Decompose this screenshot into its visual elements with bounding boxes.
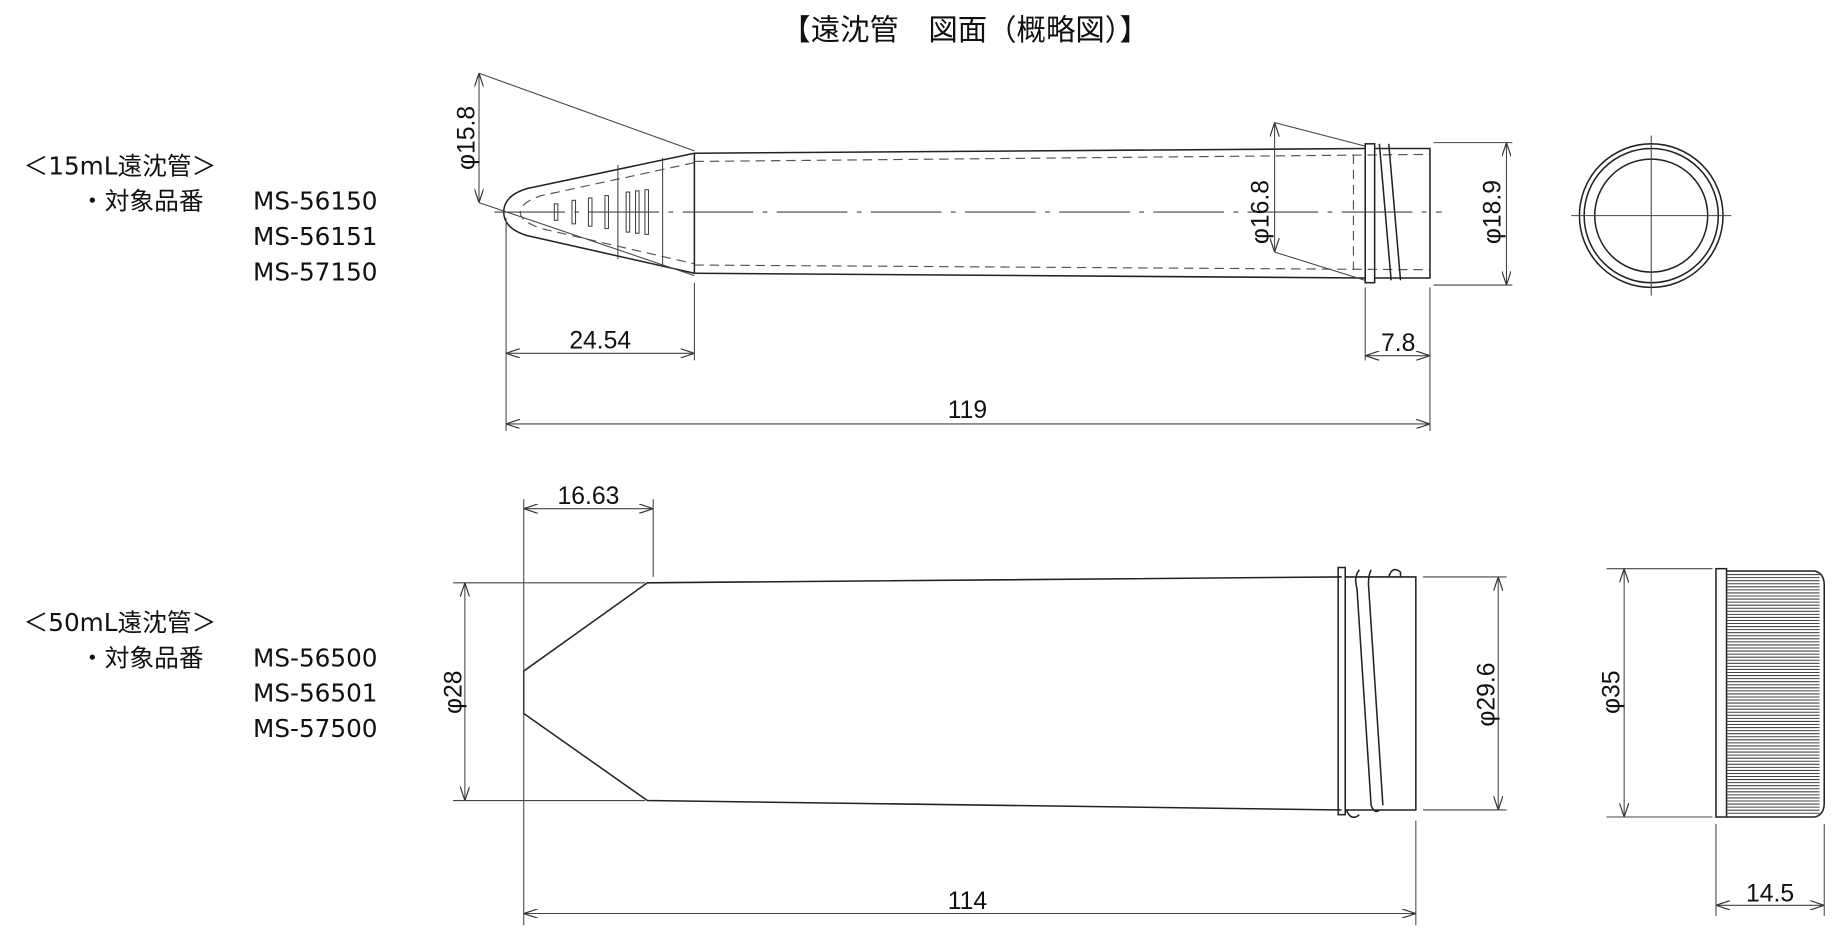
dim-cone-length: 24.54 [569,328,631,355]
tube15-label-block: ＜15mL遠沈管＞ ・対象品番 MS-56150 MS-56151 MS-571… [24,151,378,286]
tube50-heading: ＜50mL遠沈管＞ [24,608,217,637]
dim-cone-length: 16.63 [558,483,620,510]
dim-inner-diameter: φ16.8 [1248,180,1275,244]
tube15-heading: ＜15mL遠沈管＞ [24,151,217,180]
part-number: MS-56500 [253,643,377,672]
tube50-parts-label: ・対象品番 [80,643,204,672]
tube15-end-view [1571,135,1732,296]
tube50-label-block: ＜50mL遠沈管＞ ・対象品番 MS-56500 MS-56501 MS-575… [24,608,378,743]
part-number: MS-56151 [253,222,377,251]
dim-cap-height: 14.5 [1746,881,1794,908]
tube50-cap-view: φ35 14.5 [1598,567,1825,916]
tube50-dimensions: φ28 16.63 φ29.6 114 [440,483,1507,926]
dim-total-length: 114 [948,888,988,915]
dim-body-diameter: φ28 [440,671,467,715]
dim-tip-diameter: φ15.8 [453,106,480,170]
tube15-parts-label: ・対象品番 [80,187,204,216]
part-number: MS-57500 [253,714,377,743]
tube15-dimensions: φ15.8 φ16.8 φ18.9 24.54 7.8 119 [453,72,1513,431]
dim-outer-diameter: φ18.9 [1480,180,1507,244]
tube50-side-view [522,566,1417,819]
part-number: MS-56150 [253,187,377,216]
dim-thread-length: 7.8 [1381,330,1415,357]
dim-total-length: 119 [948,397,987,424]
part-number: MS-57150 [253,257,377,286]
dim-cap-diameter: φ35 [1598,671,1625,715]
part-number: MS-56501 [253,679,377,708]
dim-outer-diameter: φ29.6 [1474,663,1501,727]
tube15-side-view [494,143,1442,284]
drawing-title: 【遠沈管 図面（概略図）】 [781,13,1149,47]
